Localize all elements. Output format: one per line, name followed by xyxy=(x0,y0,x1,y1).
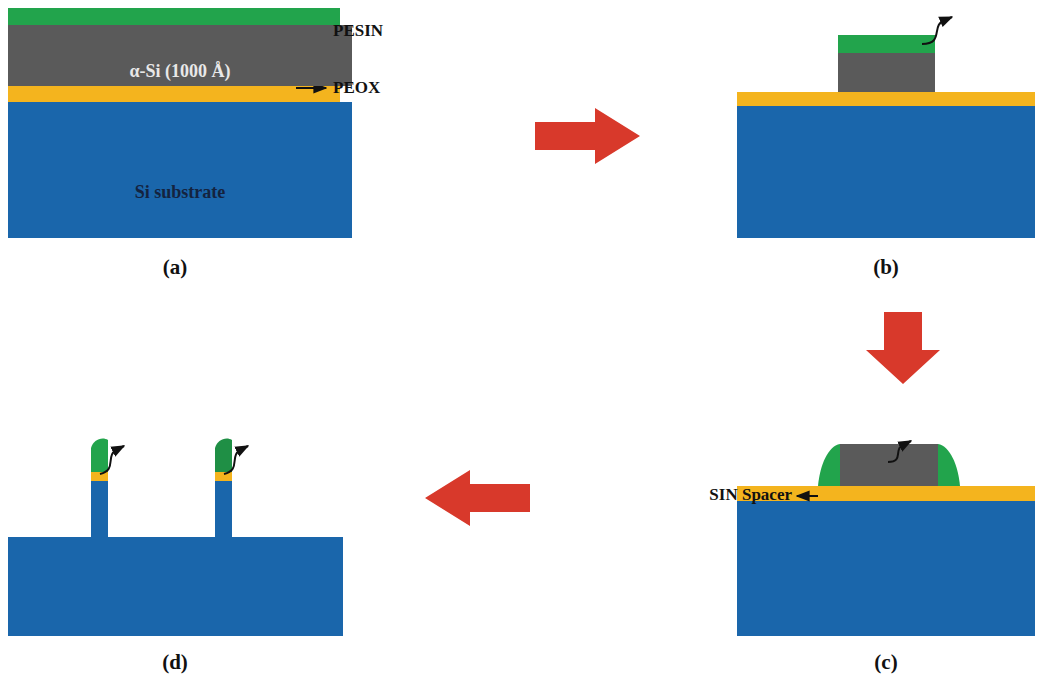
panel-label: (c) xyxy=(874,650,897,675)
flow-arrow xyxy=(425,470,530,526)
substrate xyxy=(737,500,1035,636)
leader-arrow xyxy=(296,87,326,89)
a-si-layer: α-Si (1000 Å) xyxy=(8,25,352,86)
substrate xyxy=(737,105,1035,238)
layer-label: α-Si (1000 Å) xyxy=(8,61,352,82)
panel-label: (b) xyxy=(873,255,899,280)
peox-layer xyxy=(737,92,1035,106)
fin xyxy=(91,480,108,538)
layer-label: Si substrate xyxy=(8,182,352,203)
pesin-cap xyxy=(838,35,935,53)
a-si-block xyxy=(840,444,938,486)
fin xyxy=(215,480,232,538)
layer-name: PEOX xyxy=(333,78,380,98)
panel-label: (d) xyxy=(162,650,188,675)
substrate-layer: Si substrate xyxy=(8,102,352,238)
panel-label: (a) xyxy=(163,255,188,280)
substrate xyxy=(8,537,343,636)
peox-layer xyxy=(215,472,232,481)
sin-mask xyxy=(91,438,108,472)
sin-spacer xyxy=(938,444,960,486)
leader-arrow xyxy=(797,495,818,497)
pesin-layer xyxy=(8,8,340,25)
peox-layer xyxy=(91,472,108,481)
sin-spacer xyxy=(818,444,840,486)
part-name: SIN Spacer xyxy=(709,485,792,505)
peox-layer xyxy=(8,86,340,102)
flow-arrow xyxy=(535,108,640,164)
removal-arrow xyxy=(100,446,124,474)
removal-arrow xyxy=(922,17,952,44)
layer-name: PESIN xyxy=(333,21,383,41)
removal-arrow xyxy=(888,441,911,462)
flow-arrow xyxy=(866,312,940,384)
sin-mask xyxy=(215,438,232,472)
a-si-block xyxy=(838,52,935,92)
removal-arrow xyxy=(224,446,248,474)
